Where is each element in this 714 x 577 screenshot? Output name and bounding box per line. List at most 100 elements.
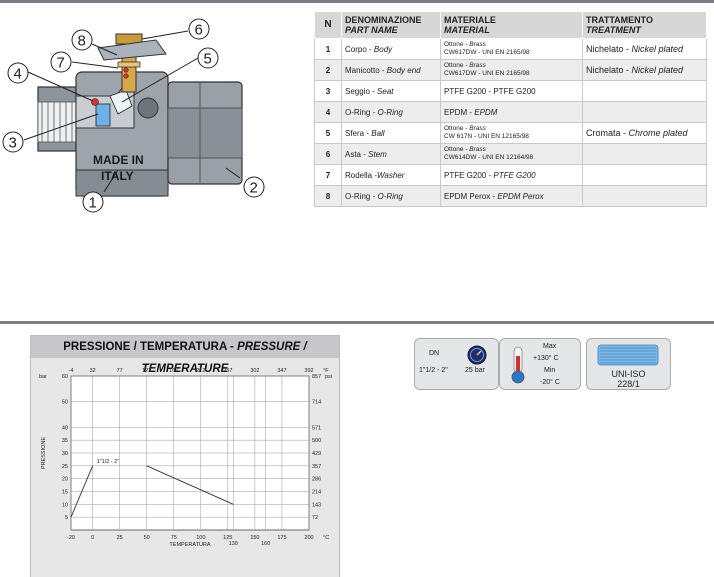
treatment-en: Nickel plated xyxy=(631,65,684,75)
header-part-name-it: DENOMINAZIONE xyxy=(345,15,422,25)
valve-inlet-bore xyxy=(37,101,77,143)
x-tick-label: 175 xyxy=(277,535,286,541)
o-ring-stem-part-2 xyxy=(123,73,129,79)
material-standard: CW617DW - UNI EN 2165/98 xyxy=(444,70,530,77)
material-en: Brass xyxy=(469,125,486,132)
y-tick-right-label: 286 xyxy=(312,477,321,483)
x-tick-top-label: 302 xyxy=(250,368,259,374)
callout-circle-3 xyxy=(2,131,24,153)
material-en: PTFE G200 xyxy=(493,170,536,180)
y-tick-right-label: 857 xyxy=(312,374,321,380)
material-name: PTFE G200 - PTFE G200 xyxy=(444,87,536,96)
part-name: Seggio - Seat xyxy=(341,80,441,102)
callout-1: 1 xyxy=(89,195,97,212)
x-tick-label: 0 xyxy=(91,535,94,541)
part-number: 8 xyxy=(314,185,342,207)
pressure-temperature-chart: PRESSIONE / TEMPERATURA - PRESSURE / TEM… xyxy=(30,335,340,577)
material-name: EPDM Perox - EPDM Perox xyxy=(444,192,544,201)
standard-line-2: 228/1 xyxy=(617,379,640,389)
part-number: 7 xyxy=(314,164,342,186)
part-number: 5 xyxy=(314,122,342,144)
x-tick-top-label: 122 xyxy=(142,368,151,374)
material-it: PTFE G200 - xyxy=(444,170,494,180)
material-name: Ottone - Brass xyxy=(444,41,579,49)
x-unit-label: °C xyxy=(323,535,329,541)
material-name: Ottone - Brass xyxy=(444,62,579,70)
valve-cut-section xyxy=(75,70,135,129)
x-tick-top-label: 167 xyxy=(169,368,178,374)
material-name: Ottone - Brass xyxy=(444,125,579,133)
treatment-it: Nichelato - xyxy=(586,44,632,54)
chart-title-en: PRESSURE / TEMPERATURE xyxy=(141,341,307,375)
x-tick-extra-label: 130 xyxy=(229,541,238,547)
x-tick-label: 150 xyxy=(250,535,259,541)
callout-3: 3 xyxy=(9,135,17,152)
handle-part xyxy=(97,39,167,61)
callout-circle-7 xyxy=(50,51,72,73)
part-name-en: O-Ring xyxy=(377,191,403,201)
part-name-it: O-Ring - xyxy=(345,191,378,201)
part-treatment xyxy=(582,80,707,102)
header-material-en: MATERIAL xyxy=(444,25,490,35)
material-name: EPDM - EPDM xyxy=(444,108,497,117)
material-standard: CW 617N - UNI EN 12165/98 xyxy=(444,133,529,140)
part-number: 4 xyxy=(314,101,342,123)
part-name-en: O-Ring xyxy=(377,107,403,117)
header-part-name-en: PART NAME xyxy=(345,25,398,35)
temp-max-value: +130° C xyxy=(533,355,559,362)
x-tick-top-label: 77 xyxy=(117,368,123,374)
inlet-thread-lines xyxy=(41,102,73,142)
part-number: 3 xyxy=(314,80,342,102)
y-tick-label: 20 xyxy=(62,477,68,483)
material-standard: CW614DW - UNI EN 12164/98 xyxy=(444,154,534,161)
callout-circle-5 xyxy=(197,47,219,69)
y-tick-right-label: 500 xyxy=(312,438,321,444)
dn-range: 1"1/2 - 2" xyxy=(419,367,448,374)
part-name-it: Manicotto - xyxy=(345,65,387,75)
dn-label: DN xyxy=(429,350,440,357)
callout-circle-6 xyxy=(188,18,210,40)
y-axis-title: PRESSIONE xyxy=(41,437,47,469)
chart-title-it: PRESSIONE / TEMPERATURA - xyxy=(63,341,238,353)
leader-3 xyxy=(23,113,99,141)
x-tick-label: 50 xyxy=(144,535,150,541)
material-it: Ottone - xyxy=(444,146,470,153)
material-en: Brass xyxy=(469,146,486,153)
seat-part xyxy=(95,103,111,127)
temp-min-value: -20° C xyxy=(540,379,560,386)
leader-1 xyxy=(103,169,119,193)
y-tick-label: 50 xyxy=(62,400,68,406)
material-it: Ottone - xyxy=(444,125,470,132)
valve-cutaway-drawing: MADE IN ITALY 8 7 4 3 5 6 1 2 xyxy=(2,18,265,213)
part-name-it: Corpo - xyxy=(345,44,374,54)
y-unit-label: bar xyxy=(39,374,47,380)
x-axis-title: TEMPERATURA xyxy=(169,542,210,548)
y-tick-right-label: 143 xyxy=(312,502,321,508)
material-en: EPDM Perox xyxy=(497,191,544,201)
material-it: EPDM Perox - xyxy=(444,191,498,201)
y-tick-right-label: 429 xyxy=(312,451,321,457)
part-number: 2 xyxy=(314,59,342,81)
callout-circle-8 xyxy=(71,29,93,51)
x-tick-label: 25 xyxy=(117,535,123,541)
part-name: Asta - Stem xyxy=(341,143,441,165)
pressure-gauge-icon xyxy=(467,345,487,365)
x-tick-label: -20 xyxy=(67,535,75,541)
x-tick-extra-label: 160 xyxy=(261,541,270,547)
series-label: 1"1/2 - 2" xyxy=(97,459,120,465)
material-it: PTFE G200 - PTFE G200 xyxy=(444,86,536,96)
material-en: Brass xyxy=(469,62,486,69)
callout-circle-2 xyxy=(243,176,265,198)
header-material-it: MATERIALE xyxy=(444,15,496,25)
